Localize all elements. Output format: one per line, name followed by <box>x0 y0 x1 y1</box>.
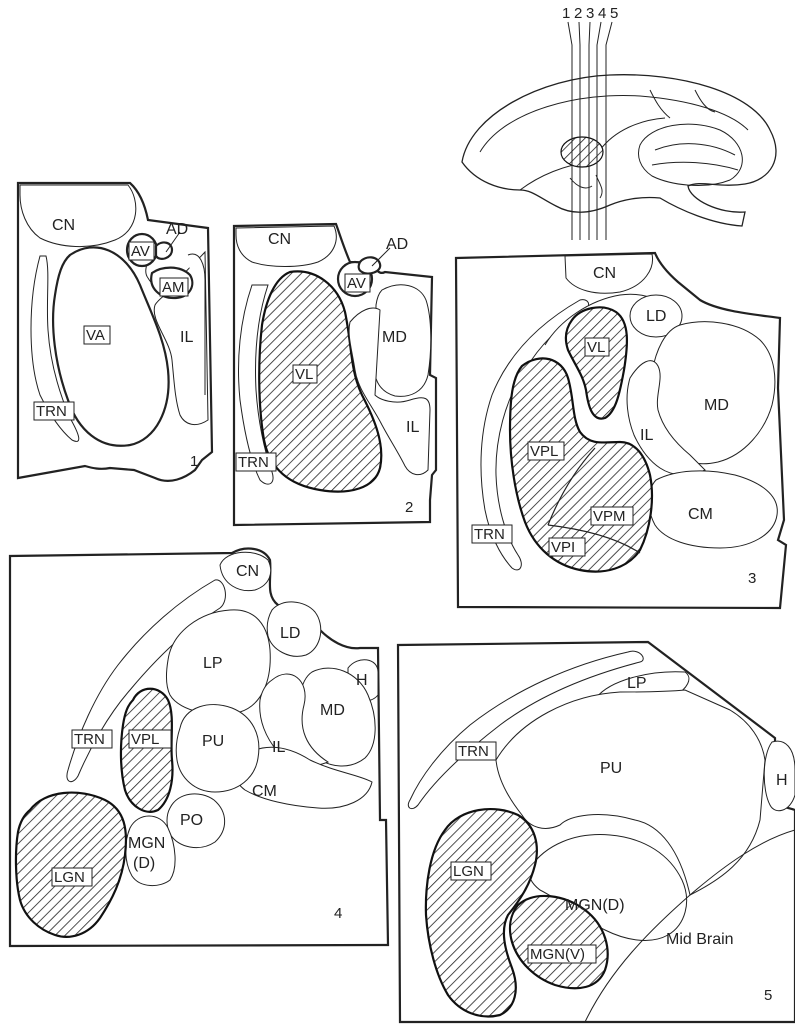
label-vpl: VPL <box>131 731 159 748</box>
panel-number: 5 <box>764 987 772 1004</box>
cerebellum-outline <box>639 124 743 185</box>
label-md: MD <box>320 702 345 719</box>
plane-number: 2 <box>574 5 582 22</box>
panel-number: 3 <box>748 570 756 587</box>
panel-3: CN LD VL MD IL VPL VPM CM TRN VPI 3 <box>456 253 786 608</box>
label-lp: LP <box>203 655 223 672</box>
label-trn: TRN <box>474 526 505 543</box>
vpl-shape <box>121 689 173 812</box>
label-mgnv: MGN(V) <box>530 946 585 963</box>
label-trn: TRN <box>36 403 67 420</box>
label-mgnd: MGN(D) <box>565 897 625 914</box>
label-cn: CN <box>236 563 259 580</box>
plane-number: 4 <box>598 5 606 22</box>
ad-shape <box>359 257 381 273</box>
label-av: AV <box>347 275 366 292</box>
label-mgn-d: (D) <box>133 855 155 872</box>
label-po: PO <box>180 812 203 829</box>
label-pu: PU <box>202 733 224 750</box>
label-cn: CN <box>593 265 616 282</box>
label-va: VA <box>86 327 105 344</box>
label-il: IL <box>406 419 419 436</box>
label-vpl: VPL <box>530 443 558 460</box>
label-h: H <box>356 672 368 689</box>
plane-number: 1 <box>562 5 570 22</box>
label-md: MD <box>704 397 729 414</box>
label-vpm: VPM <box>593 508 626 525</box>
label-cn: CN <box>52 217 75 234</box>
label-trn: TRN <box>74 731 105 748</box>
panel-4: CN LD LP H MD TRN VPL PU IL CM PO MGN (D… <box>10 549 388 946</box>
label-av: AV <box>131 243 150 260</box>
label-am: AM <box>162 279 185 296</box>
label-cm: CM <box>688 506 713 523</box>
ad-shape <box>156 243 172 259</box>
label-il: IL <box>180 329 193 346</box>
label-ld: LD <box>646 308 666 325</box>
label-h: H <box>776 772 788 789</box>
label-vpi: VPI <box>551 539 575 556</box>
label-vl: VL <box>587 339 605 356</box>
panel-1: CN AD AV AM VA IL TRN 1 <box>18 183 212 481</box>
label-il: IL <box>272 739 285 756</box>
label-ad: AD <box>386 236 408 253</box>
panel-number: 2 <box>405 499 413 516</box>
label-vl: VL <box>295 366 313 383</box>
label-lgn: LGN <box>453 863 484 880</box>
label-cn: CN <box>268 231 291 248</box>
brain-outline <box>462 75 776 226</box>
panel-number: 4 <box>334 905 342 922</box>
label-trn: TRN <box>458 743 489 760</box>
label-midbrain: Mid Brain <box>666 931 734 948</box>
brain-overview: 1 2 3 4 5 <box>462 5 776 240</box>
label-cm: CM <box>252 783 277 800</box>
panel-2: CN AD AV MD VL IL TRN 2 <box>234 224 436 525</box>
label-ld: LD <box>280 625 300 642</box>
label-lgn: LGN <box>54 869 85 886</box>
plane-number: 5 <box>610 5 618 22</box>
panel-number: 1 <box>190 453 198 470</box>
label-trn: TRN <box>238 454 269 471</box>
label-pu: PU <box>600 760 622 777</box>
label-md: MD <box>382 329 407 346</box>
plane-number: 3 <box>586 5 594 22</box>
label-lp: LP <box>627 675 647 692</box>
label-il: IL <box>640 427 653 444</box>
label-mgn: MGN <box>128 835 165 852</box>
panel-5: LP TRN PU H LGN MGN(D) MGN(V) Mid Brain … <box>398 642 795 1022</box>
label-ad: AD <box>166 221 188 238</box>
